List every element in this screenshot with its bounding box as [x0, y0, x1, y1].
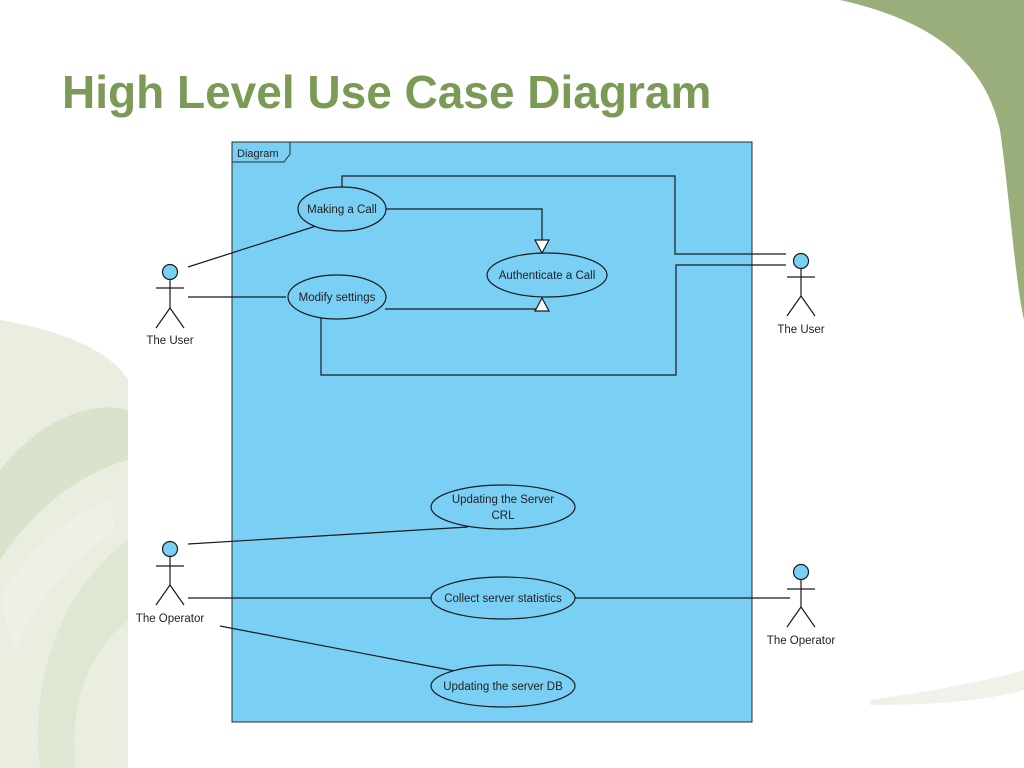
arrowhead-down: [533, 239, 551, 255]
use-case-label: Making a Call: [307, 204, 377, 216]
use-case-label-line2: CRL: [491, 510, 515, 522]
assoc-operator-left-update-db: [219, 625, 461, 673]
actor-leg-right: [800, 295, 816, 317]
assoc-operator-left-update-crl: [187, 526, 469, 545]
actor-head: [792, 252, 810, 270]
actor-head: [161, 540, 179, 558]
actor-leg-left: [786, 606, 802, 628]
use-case-collect-server-statistics[interactable]: Collect server statistics: [430, 576, 576, 620]
actor-leg-left: [786, 295, 802, 317]
actor-label-user-right: The User: [777, 324, 824, 336]
left-swirl-deep: [0, 500, 115, 650]
actor-operator-right[interactable]: [786, 563, 816, 628]
actor-label-operator-left: The Operator: [136, 613, 205, 625]
actor-user-right[interactable]: [786, 252, 816, 317]
use-case-updating-server-crl[interactable]: Updating the Server CRL: [430, 484, 576, 530]
use-case-authenticate-a-call[interactable]: Authenticate a Call: [486, 252, 608, 298]
actor-head: [161, 263, 179, 281]
diagram-frame-tab: [232, 141, 291, 163]
assoc-user-left-making-call: [187, 225, 317, 268]
bottom-right-arc: [870, 670, 1024, 705]
actor-user-left[interactable]: [155, 263, 185, 329]
actor-leg-right: [169, 584, 185, 606]
include-making-call-authenticate: [386, 208, 543, 240]
slide-title: High Level Use Case Diagram: [62, 66, 712, 118]
left-swirl-mid: [0, 407, 128, 560]
actor-leg-right: [169, 307, 185, 329]
actor-leg-left: [155, 584, 171, 606]
use-case-modify-settings[interactable]: Modify settings: [287, 274, 387, 320]
left-swirl-inner: [38, 540, 128, 768]
arrowhead-up: [533, 296, 551, 312]
actor-leg-left: [155, 307, 171, 329]
use-case-label: Updating the server DB: [443, 681, 563, 693]
diagram-frame: [231, 141, 753, 723]
actor-label-user-left: The User: [146, 335, 193, 347]
actor-head: [792, 563, 810, 581]
use-case-making-a-call[interactable]: Making a Call: [297, 186, 387, 232]
actor-leg-right: [800, 606, 816, 628]
actor-label-operator-right: The Operator: [767, 635, 836, 647]
diagram-frame-label: Diagram: [237, 148, 279, 160]
actor-operator-left[interactable]: [155, 540, 185, 606]
connectors: [187, 175, 790, 673]
use-case-label-line1: Updating the Server: [452, 494, 554, 506]
use-case-label: Collect server statistics: [444, 593, 562, 605]
top-right-swoosh: [840, 0, 1024, 320]
use-case-label: Modify settings: [299, 292, 376, 304]
use-case-label: Authenticate a Call: [499, 270, 596, 282]
assoc-user-right-modify-settings: [320, 264, 786, 376]
use-case-updating-server-db[interactable]: Updating the server DB: [430, 664, 576, 708]
assoc-user-right-making-call: [341, 175, 786, 255]
